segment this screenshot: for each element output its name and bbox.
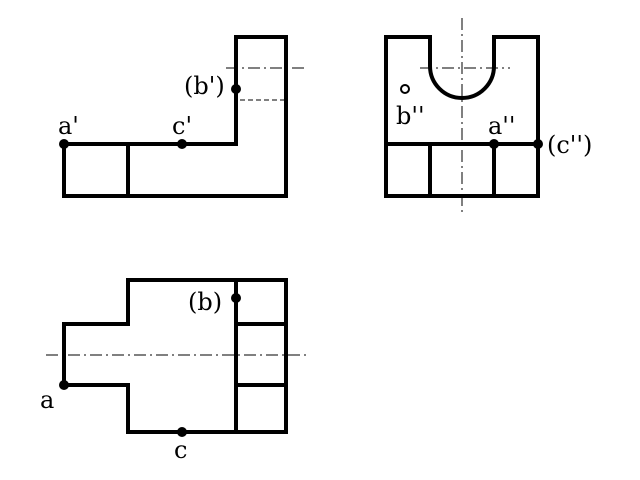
label-b-prime: (b') — [184, 72, 225, 100]
point-a — [59, 380, 69, 390]
label-a-prime: a' — [58, 112, 79, 140]
side-view: b'' a'' (c'') — [384, 18, 592, 216]
point-b-double-prime — [400, 84, 410, 94]
top-view: (b) a c — [40, 278, 306, 464]
point-a-double-prime — [489, 139, 499, 149]
label-a: a — [40, 386, 54, 414]
front-view: a' c' (b') — [58, 35, 306, 198]
label-c-prime: c' — [172, 112, 192, 140]
point-c-double-prime — [533, 139, 543, 149]
label-b-double-prime: b'' — [396, 102, 425, 130]
point-c — [177, 427, 187, 437]
label-b: (b) — [188, 288, 222, 316]
point-c-prime — [177, 139, 187, 149]
label-c-double-prime: (c'') — [547, 131, 592, 159]
point-b — [231, 293, 241, 303]
point-b-prime — [231, 84, 241, 94]
label-c: c — [174, 436, 187, 464]
point-a-prime — [59, 139, 69, 149]
label-a-double-prime: a'' — [488, 112, 516, 140]
top-view-outline — [62, 278, 288, 434]
side-view-outline — [384, 35, 540, 198]
